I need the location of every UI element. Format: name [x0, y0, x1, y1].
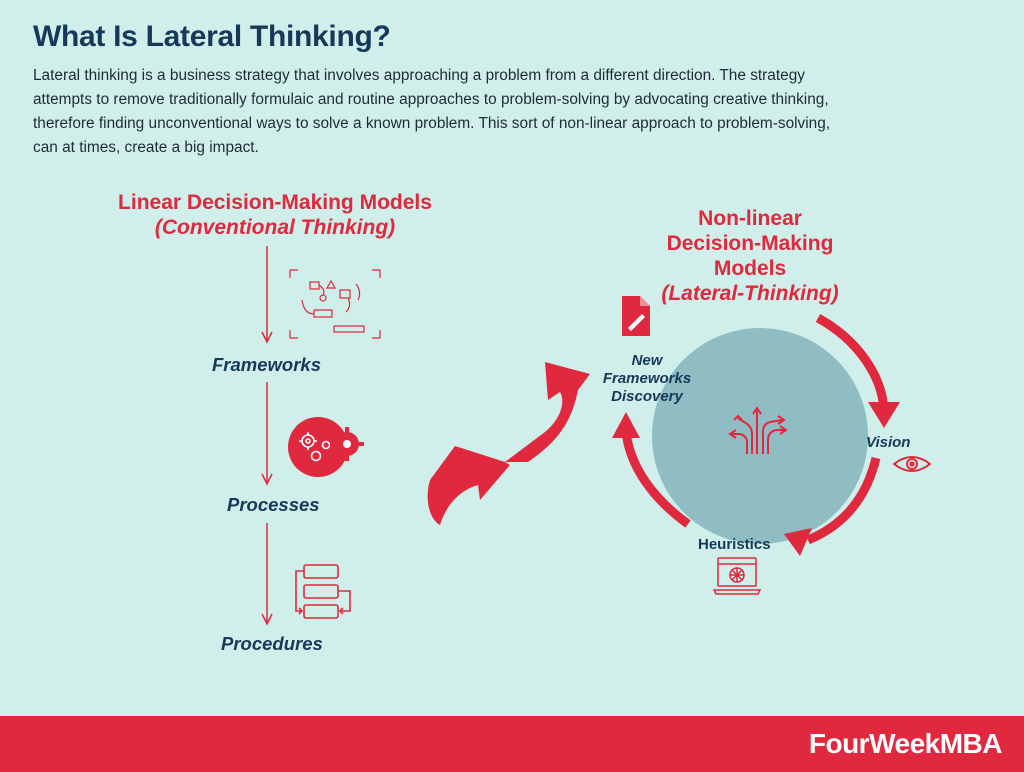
node-discovery-label: New Frameworks Discovery	[587, 352, 707, 406]
nonlinear-title-line2: Decision-Making	[666, 232, 834, 255]
page-title: What Is Lateral Thinking?	[33, 20, 391, 53]
arrowhead-frameworks	[261, 331, 273, 344]
node-heuristics-label: Heuristics	[698, 536, 771, 553]
diverging-arrows-icon	[728, 406, 788, 454]
step-frameworks-label: Frameworks	[212, 354, 321, 375]
linear-heading: Linear Decision-Making Models (Conventio…	[100, 190, 450, 240]
arrow-to-vision	[815, 314, 889, 411]
eye-icon	[892, 456, 932, 472]
cycle-arrows	[621, 314, 889, 545]
procedure-blocks-icon	[295, 564, 351, 619]
node-discovery-line2: Frameworks	[602, 370, 692, 387]
node-vision-label: Vision	[866, 434, 911, 451]
laptop-web-icon	[712, 557, 762, 595]
flowchart-sketch-icon	[289, 269, 381, 339]
cycle-circle	[652, 328, 868, 544]
step-processes-label: Processes	[227, 494, 320, 515]
nonlinear-subtitle: (Lateral-Thinking)	[661, 282, 839, 305]
linear-flow-arrows	[261, 246, 273, 626]
document-pen-icon	[622, 296, 650, 336]
intro-paragraph: Lateral thinking is a business strategy …	[33, 67, 831, 156]
step-procedures-label: Procedures	[221, 633, 323, 654]
brand-logo[interactable]: FourWeekMBA	[808, 728, 1003, 759]
nonlinear-title-line3: Models	[713, 257, 787, 280]
gears-icon	[288, 417, 364, 477]
cycle-arrowheads	[612, 402, 900, 556]
twist-arrows-icon	[427, 362, 590, 525]
linear-subtitle: (Conventional Thinking)	[154, 216, 396, 239]
footer-bar: FourWeekMBA	[0, 716, 1024, 772]
node-discovery-line3: Discovery	[611, 388, 683, 405]
nonlinear-title-line1: Non-linear	[698, 207, 802, 230]
arrowhead-procedures	[261, 613, 273, 626]
node-discovery-line1: New	[631, 352, 663, 369]
arrow-to-heuristics	[806, 456, 881, 545]
linear-title: Linear Decision-Making Models	[118, 191, 432, 214]
nonlinear-heading: Non-linear Decision-Making Models (Later…	[640, 206, 860, 306]
arrow-to-discovery	[621, 431, 691, 528]
arrowhead-processes	[261, 473, 273, 486]
